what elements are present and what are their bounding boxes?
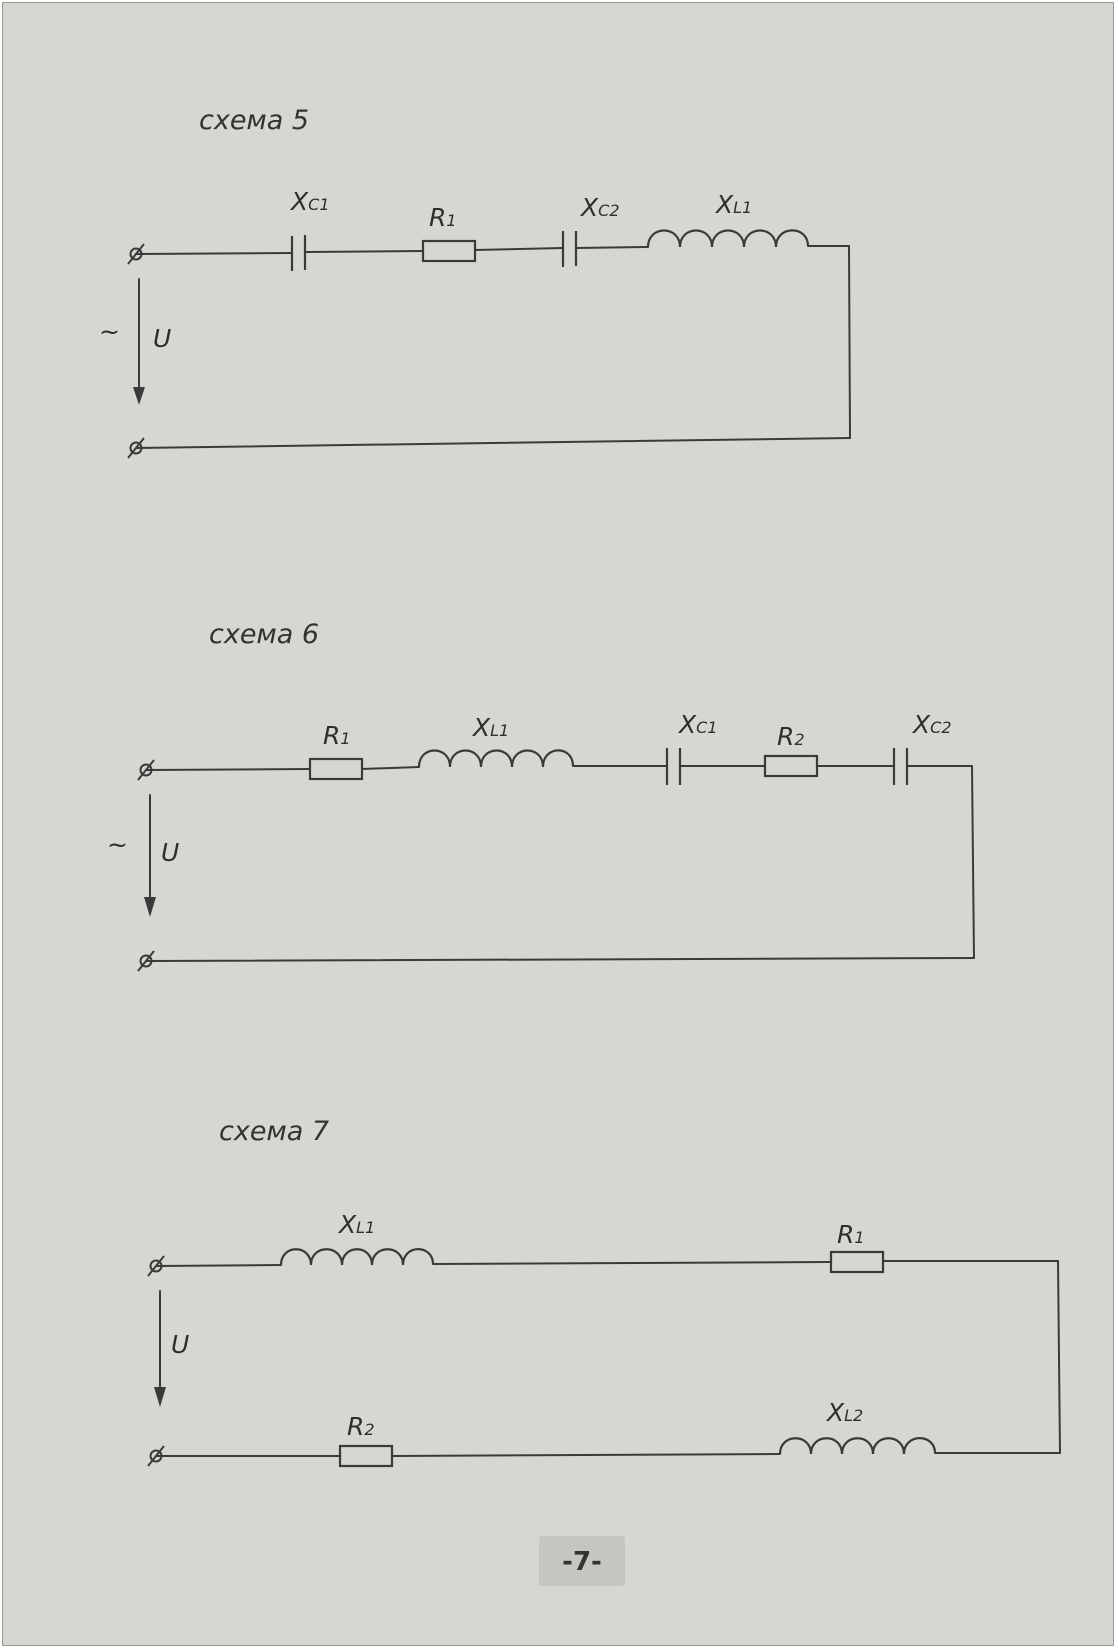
scheme-6-resistor-r2 <box>763 754 819 778</box>
scheme-6-voltage-arrow <box>144 794 156 917</box>
scheme-5-label-r1: R1 <box>429 203 457 232</box>
scheme-7-label-r1: R1 <box>837 1220 865 1249</box>
scheme-6-label-xc2: XC2 <box>911 710 952 739</box>
scheme-7-voltage-label: U <box>171 1330 189 1359</box>
scheme-7-inductor-xl1 <box>279 1248 435 1266</box>
scheme-5-inductor-xl1 <box>646 229 810 248</box>
scheme-7-inductor-xl2 <box>778 1437 937 1455</box>
scheme-5-voltage-label: U <box>153 324 171 353</box>
scheme-6-label-r2: R2 <box>777 722 805 751</box>
scheme-6-label-r1: R1 <box>323 721 351 750</box>
scheme-5-capacitor-xc1 <box>290 235 307 271</box>
scheme-5-label-xl1: XL1 <box>714 190 752 219</box>
scheme-6-title: схема 6 <box>209 619 319 650</box>
scheme-7-title: схема 7 <box>219 1116 329 1147</box>
scheme-7-terminal-bottom <box>147 1445 165 1467</box>
scheme-6-label-xl1: XL1 <box>471 713 509 742</box>
scheme-6-terminal-bottom <box>137 950 155 972</box>
scheme-7-resistor-r1 <box>829 1250 885 1274</box>
scheme-5-title: схема 5 <box>199 105 309 136</box>
scheme-5: схема 5 XC1 R1 XC2 XL1 <box>99 105 851 459</box>
scheme-6-inductor-xl1 <box>417 749 575 768</box>
scheme-5-ac-symbol: ~ <box>99 317 120 346</box>
scheme-6-label-xc1: XC1 <box>677 710 718 739</box>
scheme-6-voltage-label: U <box>161 838 179 867</box>
scheme-5-capacitor-xc2 <box>561 231 578 267</box>
scheme-7-label-r2: R2 <box>347 1412 375 1441</box>
svg-text:-7-: -7- <box>562 1547 602 1577</box>
scheme-6-resistor-r1 <box>308 757 364 781</box>
scheme-6: схема 6 R1 XL1 XC1 R2 XC2 <box>107 619 975 972</box>
scheme-5-terminal-top <box>127 243 145 265</box>
page-number: -7- <box>539 1536 625 1586</box>
scheme-7: схема 7 XL1 R1 XL2 R2 <box>147 1116 1061 1468</box>
scheme-6-capacitor-xc2 <box>892 748 909 785</box>
scheme-6-terminal-top <box>137 759 155 781</box>
scheme-7-voltage-arrow <box>154 1290 166 1407</box>
scheme-5-voltage-arrow <box>133 278 145 405</box>
scheme-7-label-xl1: XL1 <box>337 1210 375 1239</box>
scheme-5-resistor-r1 <box>421 239 477 263</box>
scheme-5-label-xc1: XC1 <box>289 187 330 216</box>
scheme-6-capacitor-xc1 <box>665 748 682 785</box>
scheme-5-terminal-bottom <box>127 437 145 459</box>
scheme-7-label-xl2: XL2 <box>825 1398 863 1427</box>
scheme-7-terminal-top <box>147 1255 165 1277</box>
circuit-diagrams: схема 5 XC1 R1 XC2 XL1 <box>99 105 1061 1586</box>
scheme-5-label-xc2: XC2 <box>579 193 620 222</box>
scheme-6-ac-symbol: ~ <box>107 830 128 859</box>
scheme-7-resistor-r2 <box>338 1444 394 1468</box>
